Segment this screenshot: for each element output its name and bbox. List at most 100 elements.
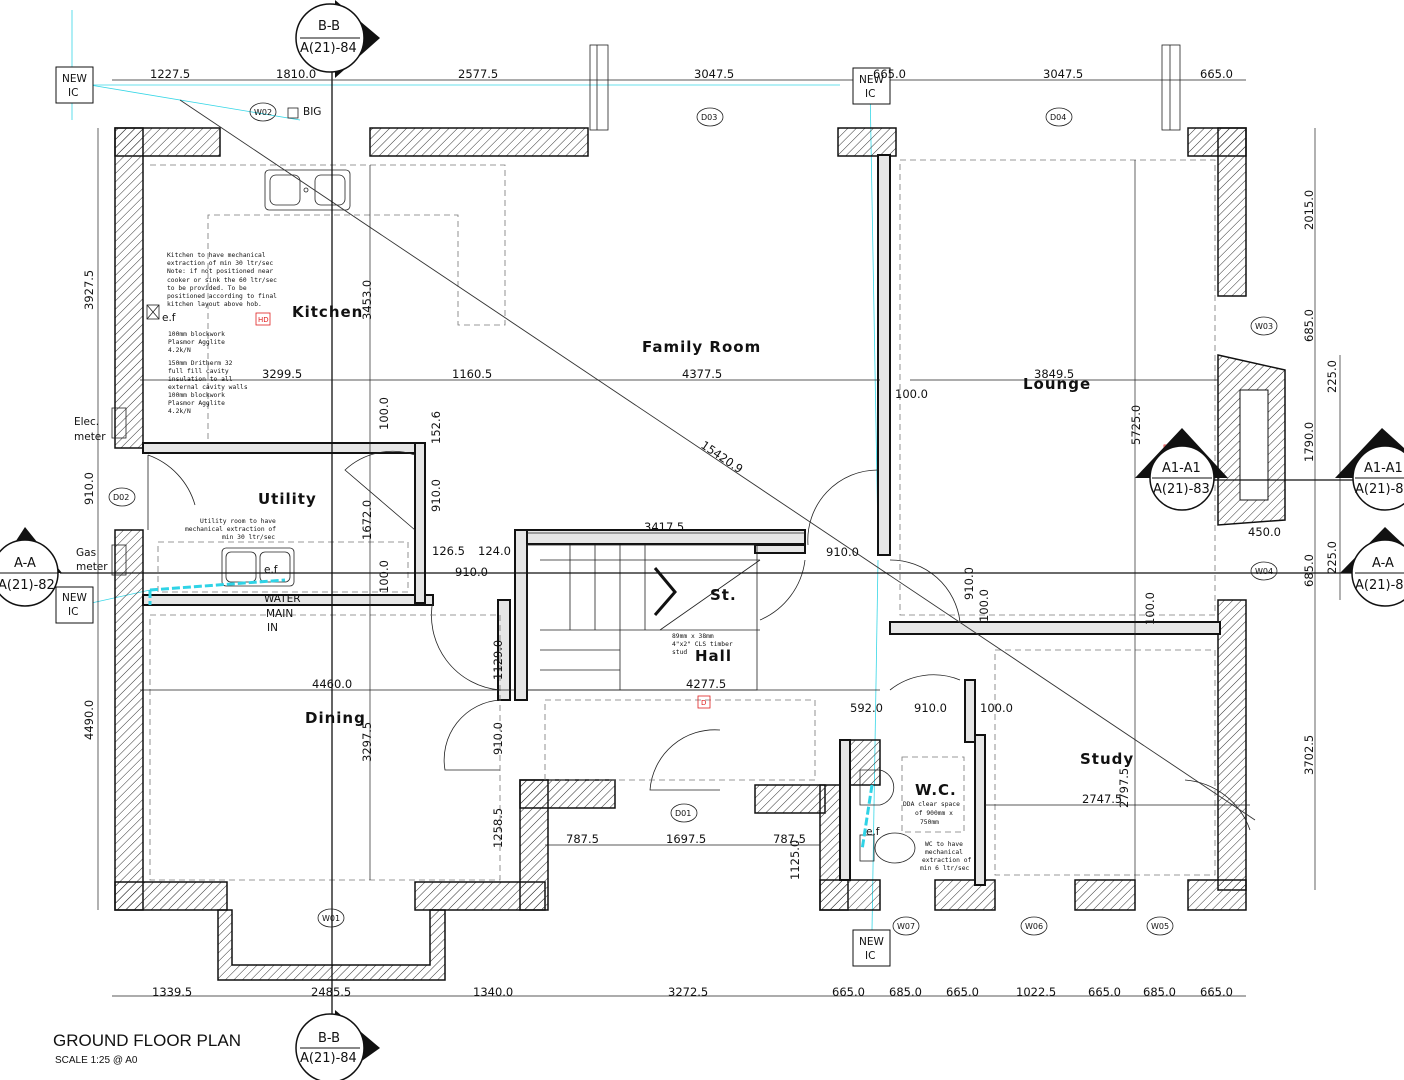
svg-text:3849.5: 3849.5 [1034,367,1074,381]
svg-text:225.0: 225.0 [1325,541,1339,574]
svg-text:2797.5: 2797.5 [1117,768,1131,808]
svg-text:2015.0: 2015.0 [1302,190,1316,230]
room-lounge: Lounge [1023,375,1091,393]
svg-text:89mm x 38mm: 89mm x 38mm [672,633,714,640]
wc-space-note: DDA clear space of 900mm x 750mm [903,801,960,826]
svg-text:MAIN: MAIN [266,608,293,620]
svg-text:3417.5: 3417.5 [644,520,684,534]
svg-text:100.0: 100.0 [895,387,928,401]
dims-left: 3927.5 910.0 4490.0 [82,270,96,740]
section-marker-aa-left: A-A A(21)-82 [0,527,62,607]
svg-text:100.0: 100.0 [980,701,1013,715]
svg-text:mechanical: mechanical [925,849,963,856]
new-ic-box-left: NEW IC [55,586,94,624]
svg-text:B-B: B-B [318,19,340,34]
utility-note: Utility room to have mechanical extracti… [185,518,276,541]
svg-text:W02: W02 [254,108,272,117]
svg-text:100.0: 100.0 [377,560,391,593]
dims-right: 2015.0 685.0 225.0 1790.0 450.0 225.0 68… [1248,190,1339,775]
section-marker-a1: A1-A1 A(21)-83 [1135,428,1228,511]
svg-text:W03: W03 [1255,322,1273,331]
svg-text:4277.5: 4277.5 [686,677,726,691]
room-wc: W.C. [915,781,957,799]
room-family: Family Room [642,338,761,356]
svg-text:W01: W01 [322,914,340,923]
ef-wc: e.f [866,826,880,838]
svg-text:3702.5: 3702.5 [1302,735,1316,775]
svg-text:IC: IC [68,606,78,618]
hd-marker: HD [255,312,271,326]
new-ic-box-top-mid: NEW IC [852,67,891,105]
svg-text:1697.5: 1697.5 [666,832,706,846]
svg-text:1022.5: 1022.5 [1016,985,1056,999]
svg-text:Note: if not positioned near: Note: if not positioned near [167,268,273,275]
svg-text:B-B: B-B [318,1031,340,1046]
svg-text:A(21)-84: A(21)-84 [300,1051,357,1066]
plan-scale: SCALE 1:25 @ A0 [55,1055,138,1066]
svg-text:positioned according to final: positioned according to final [167,293,277,300]
tag-w01: W01 [317,908,345,928]
svg-text:685.0: 685.0 [889,985,922,999]
svg-text:4460.0: 4460.0 [312,677,352,691]
wc-vent-note: WC to have mechanical extraction of min … [920,841,971,872]
room-kitchen: Kitchen [292,303,363,321]
svg-text:3047.5: 3047.5 [1043,67,1083,81]
svg-text:D01: D01 [675,809,691,818]
svg-text:685.0: 685.0 [1302,554,1316,587]
svg-text:152.6: 152.6 [429,411,443,444]
room-stairs: St. [710,586,737,604]
svg-text:685.0: 685.0 [1143,985,1176,999]
svg-text:D03: D03 [701,113,717,122]
svg-text:4"x2" CLS timber: 4"x2" CLS timber [672,641,733,648]
svg-text:full fill cavity: full fill cavity [168,368,229,375]
svg-text:min 6 ltr/sec: min 6 ltr/sec [920,865,969,872]
svg-text:extraction of min 30 ltr/sec: extraction of min 30 ltr/sec [167,260,273,267]
svg-text:910.0: 910.0 [826,545,859,559]
svg-text:150mm Dritherm 32: 150mm Dritherm 32 [168,360,233,367]
tag-w04: W04 [1250,561,1278,581]
section-marker-aa-right: A-A A(21)-8 [1340,527,1404,607]
stud-note: 89mm x 38mm 4"x2" CLS timber stud [672,633,733,656]
svg-text:DDA clear space: DDA clear space [903,801,960,808]
svg-text:4.2k/N: 4.2k/N [168,347,191,354]
svg-text:A-A: A-A [14,556,36,571]
dims-top: 1227.5 1810.0 2577.5 3047.5 665.0 3047.5… [150,67,1233,81]
wc-fittings [859,756,965,864]
room-study: Study [1080,750,1134,768]
svg-text:665.0: 665.0 [1088,985,1121,999]
tag-d01: D01 [670,803,698,823]
svg-text:3453.0: 3453.0 [360,280,374,320]
svg-text:A1-A1: A1-A1 [1162,461,1201,476]
svg-text:cooker or sink the 60 ltr/sec: cooker or sink the 60 ltr/sec [167,277,277,284]
svg-text:D02: D02 [113,493,129,502]
svg-text:100.0: 100.0 [377,397,391,430]
svg-text:NEW: NEW [859,74,884,86]
svg-text:IC: IC [68,87,78,99]
svg-text:kitchen layout above hob.: kitchen layout above hob. [167,301,262,308]
svg-text:3927.5: 3927.5 [82,270,96,310]
section-marker-bb-bottom: B-B A(21)-84 [295,1010,380,1080]
svg-text:4.2k/N: 4.2k/N [168,408,191,415]
gas-meter-label: Gas meter [76,544,127,576]
svg-text:min 30 ltr/sec: min 30 ltr/sec [222,534,275,541]
svg-text:1672.0: 1672.0 [360,500,374,540]
tag-w06: W06 [1020,916,1048,936]
svg-text:W05: W05 [1151,922,1169,931]
window-frames [589,44,1181,131]
tag-d03: D03 [696,107,724,127]
dims-bottom: 1339.5 2485.5 1340.0 3272.5 665.0 685.0 … [152,985,1233,999]
svg-text:A(21)-8: A(21)-8 [1355,482,1404,497]
staircase [526,544,761,691]
svg-text:NEW: NEW [62,73,87,85]
svg-text:665.0: 665.0 [1200,985,1233,999]
svg-text:NEW: NEW [62,592,87,604]
svg-text:15420.9: 15420.9 [698,438,745,476]
tag-w05: W05 [1146,916,1174,936]
room-utility: Utility [258,490,317,508]
room-dining: Dining [305,709,366,727]
svg-text:extraction of: extraction of [922,857,971,864]
svg-text:W06: W06 [1025,922,1043,931]
svg-text:Plasmor Agglite: Plasmor Agglite [168,339,225,346]
svg-text:3297.5: 3297.5 [360,722,374,762]
